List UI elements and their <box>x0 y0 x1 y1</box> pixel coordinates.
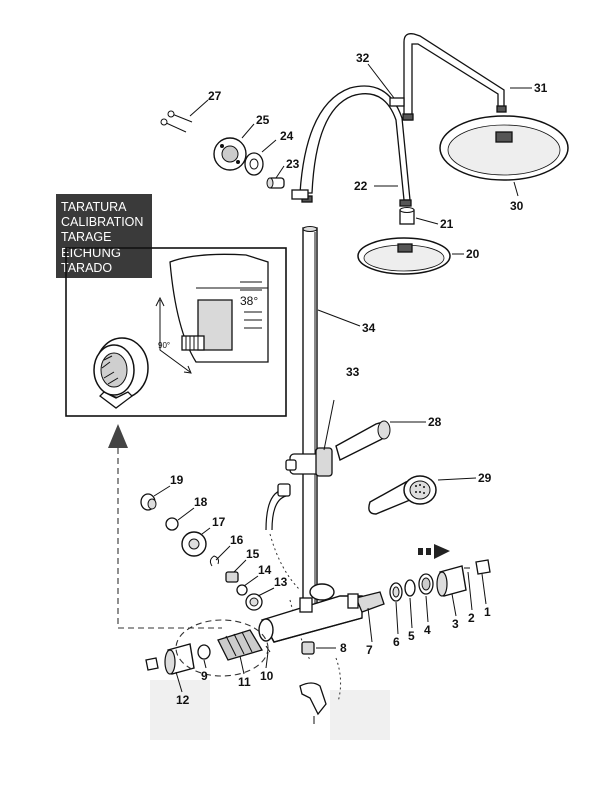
ring-14 <box>236 584 248 596</box>
callout-33: 33 <box>346 365 360 379</box>
direction-arrow <box>418 544 450 559</box>
callout-7: 7 <box>366 643 373 657</box>
hand-shower-29 <box>368 475 437 515</box>
ring-18 <box>165 517 179 531</box>
hand-shower-28 <box>335 420 391 462</box>
head-shower-30 <box>439 115 569 181</box>
wall-bracket-25 <box>213 137 247 171</box>
calibration-label-es: TARADO <box>61 261 112 275</box>
hose-path-dotted-lower <box>335 657 342 703</box>
gooseneck-arm-22 <box>291 85 412 207</box>
callout-6: 6 <box>393 635 400 649</box>
detail-spindle-splines <box>185 336 199 350</box>
callout-5: 5 <box>408 629 415 643</box>
cartridge-11 <box>217 629 263 661</box>
callout-3: 3 <box>452 617 459 631</box>
callout-17: 17 <box>212 515 226 529</box>
ring-4 <box>418 573 434 595</box>
background-watermark <box>150 680 390 740</box>
ring-6 <box>389 582 403 602</box>
callout-4: 4 <box>424 623 431 637</box>
callout-10: 10 <box>260 669 274 683</box>
calibration-panel: TARATURA CALIBRATION TARAGE EICHUNG TARA… <box>56 194 287 417</box>
calibration-label-background <box>56 194 152 278</box>
washer-24 <box>244 152 264 176</box>
calibration-label-fr: TARAGE <box>61 230 111 244</box>
clip-16 <box>209 555 219 567</box>
calibration-detail-frame <box>65 247 287 417</box>
slider-33 <box>285 399 335 477</box>
rosette-17 <box>181 531 207 557</box>
callout-21: 21 <box>440 217 454 231</box>
leader-lines <box>153 63 532 693</box>
callout-34: 34 <box>362 321 376 335</box>
outlet-nut-8 <box>301 641 315 655</box>
cartridge-group-outline <box>175 619 269 677</box>
mixer-body <box>258 583 363 643</box>
callout-32: 32 <box>356 51 370 65</box>
detail-angle-guide <box>159 300 191 373</box>
callout-numbers: 1 2 3 4 5 6 7 8 9 10 11 12 13 14 15 16 1… <box>170 51 548 707</box>
spout-elbow <box>299 682 327 724</box>
callout-24: 24 <box>280 129 294 143</box>
cartridge-7 <box>347 591 385 613</box>
callout-19: 19 <box>170 473 184 487</box>
callout-2: 2 <box>468 611 475 625</box>
calibration-pointer-arrow <box>108 424 128 448</box>
hose-connector <box>277 483 291 497</box>
nut-21 <box>399 207 415 225</box>
callout-14: 14 <box>258 563 272 577</box>
knob-12 <box>145 643 195 675</box>
plug-23 <box>266 177 285 189</box>
nut-15 <box>225 571 239 583</box>
callout-11: 11 <box>238 675 251 689</box>
callout-22: 22 <box>354 179 368 193</box>
detail-spindle-seat <box>197 299 233 351</box>
callout-25: 25 <box>256 113 270 127</box>
detail-arrow-up <box>155 296 165 307</box>
callout-23: 23 <box>286 157 300 171</box>
callout-29: 29 <box>478 471 492 485</box>
knob-3 <box>436 565 467 597</box>
callout-16: 16 <box>230 533 244 547</box>
screws-27 <box>160 110 193 133</box>
callout-8: 8 <box>340 641 347 655</box>
ring-13 <box>245 593 263 611</box>
detail-temp-scale <box>240 281 262 329</box>
callout-28: 28 <box>428 415 442 429</box>
callout-1: 1 <box>484 605 491 619</box>
callout-13: 13 <box>274 575 288 589</box>
calibration-label-en: CALIBRATION <box>61 215 143 229</box>
detail-spindle <box>181 335 205 351</box>
detail-angle-label: 90° <box>158 341 170 350</box>
cap-19 <box>140 493 157 511</box>
ring-9 <box>197 644 211 660</box>
calibration-knob-ring <box>93 337 149 409</box>
callout-27: 27 <box>208 89 222 103</box>
calibration-leader-dashed <box>117 448 222 629</box>
ring-5 <box>404 579 416 597</box>
callout-30: 30 <box>510 199 524 213</box>
callout-20: 20 <box>466 247 480 261</box>
overhead-arm-31 <box>389 33 507 121</box>
detail-temperature-label: 38° <box>240 294 258 308</box>
detail-arrow-diagonal <box>183 365 192 374</box>
cap-1 <box>475 559 491 575</box>
callout-18: 18 <box>194 495 208 509</box>
calibration-label-it: TARATURA <box>61 200 127 214</box>
callout-9: 9 <box>201 669 208 683</box>
head-shower-20 <box>357 237 451 275</box>
riser-pipe-34 <box>302 226 318 629</box>
callout-15: 15 <box>246 547 260 561</box>
callout-12: 12 <box>176 693 190 707</box>
callout-31: 31 <box>534 81 548 95</box>
